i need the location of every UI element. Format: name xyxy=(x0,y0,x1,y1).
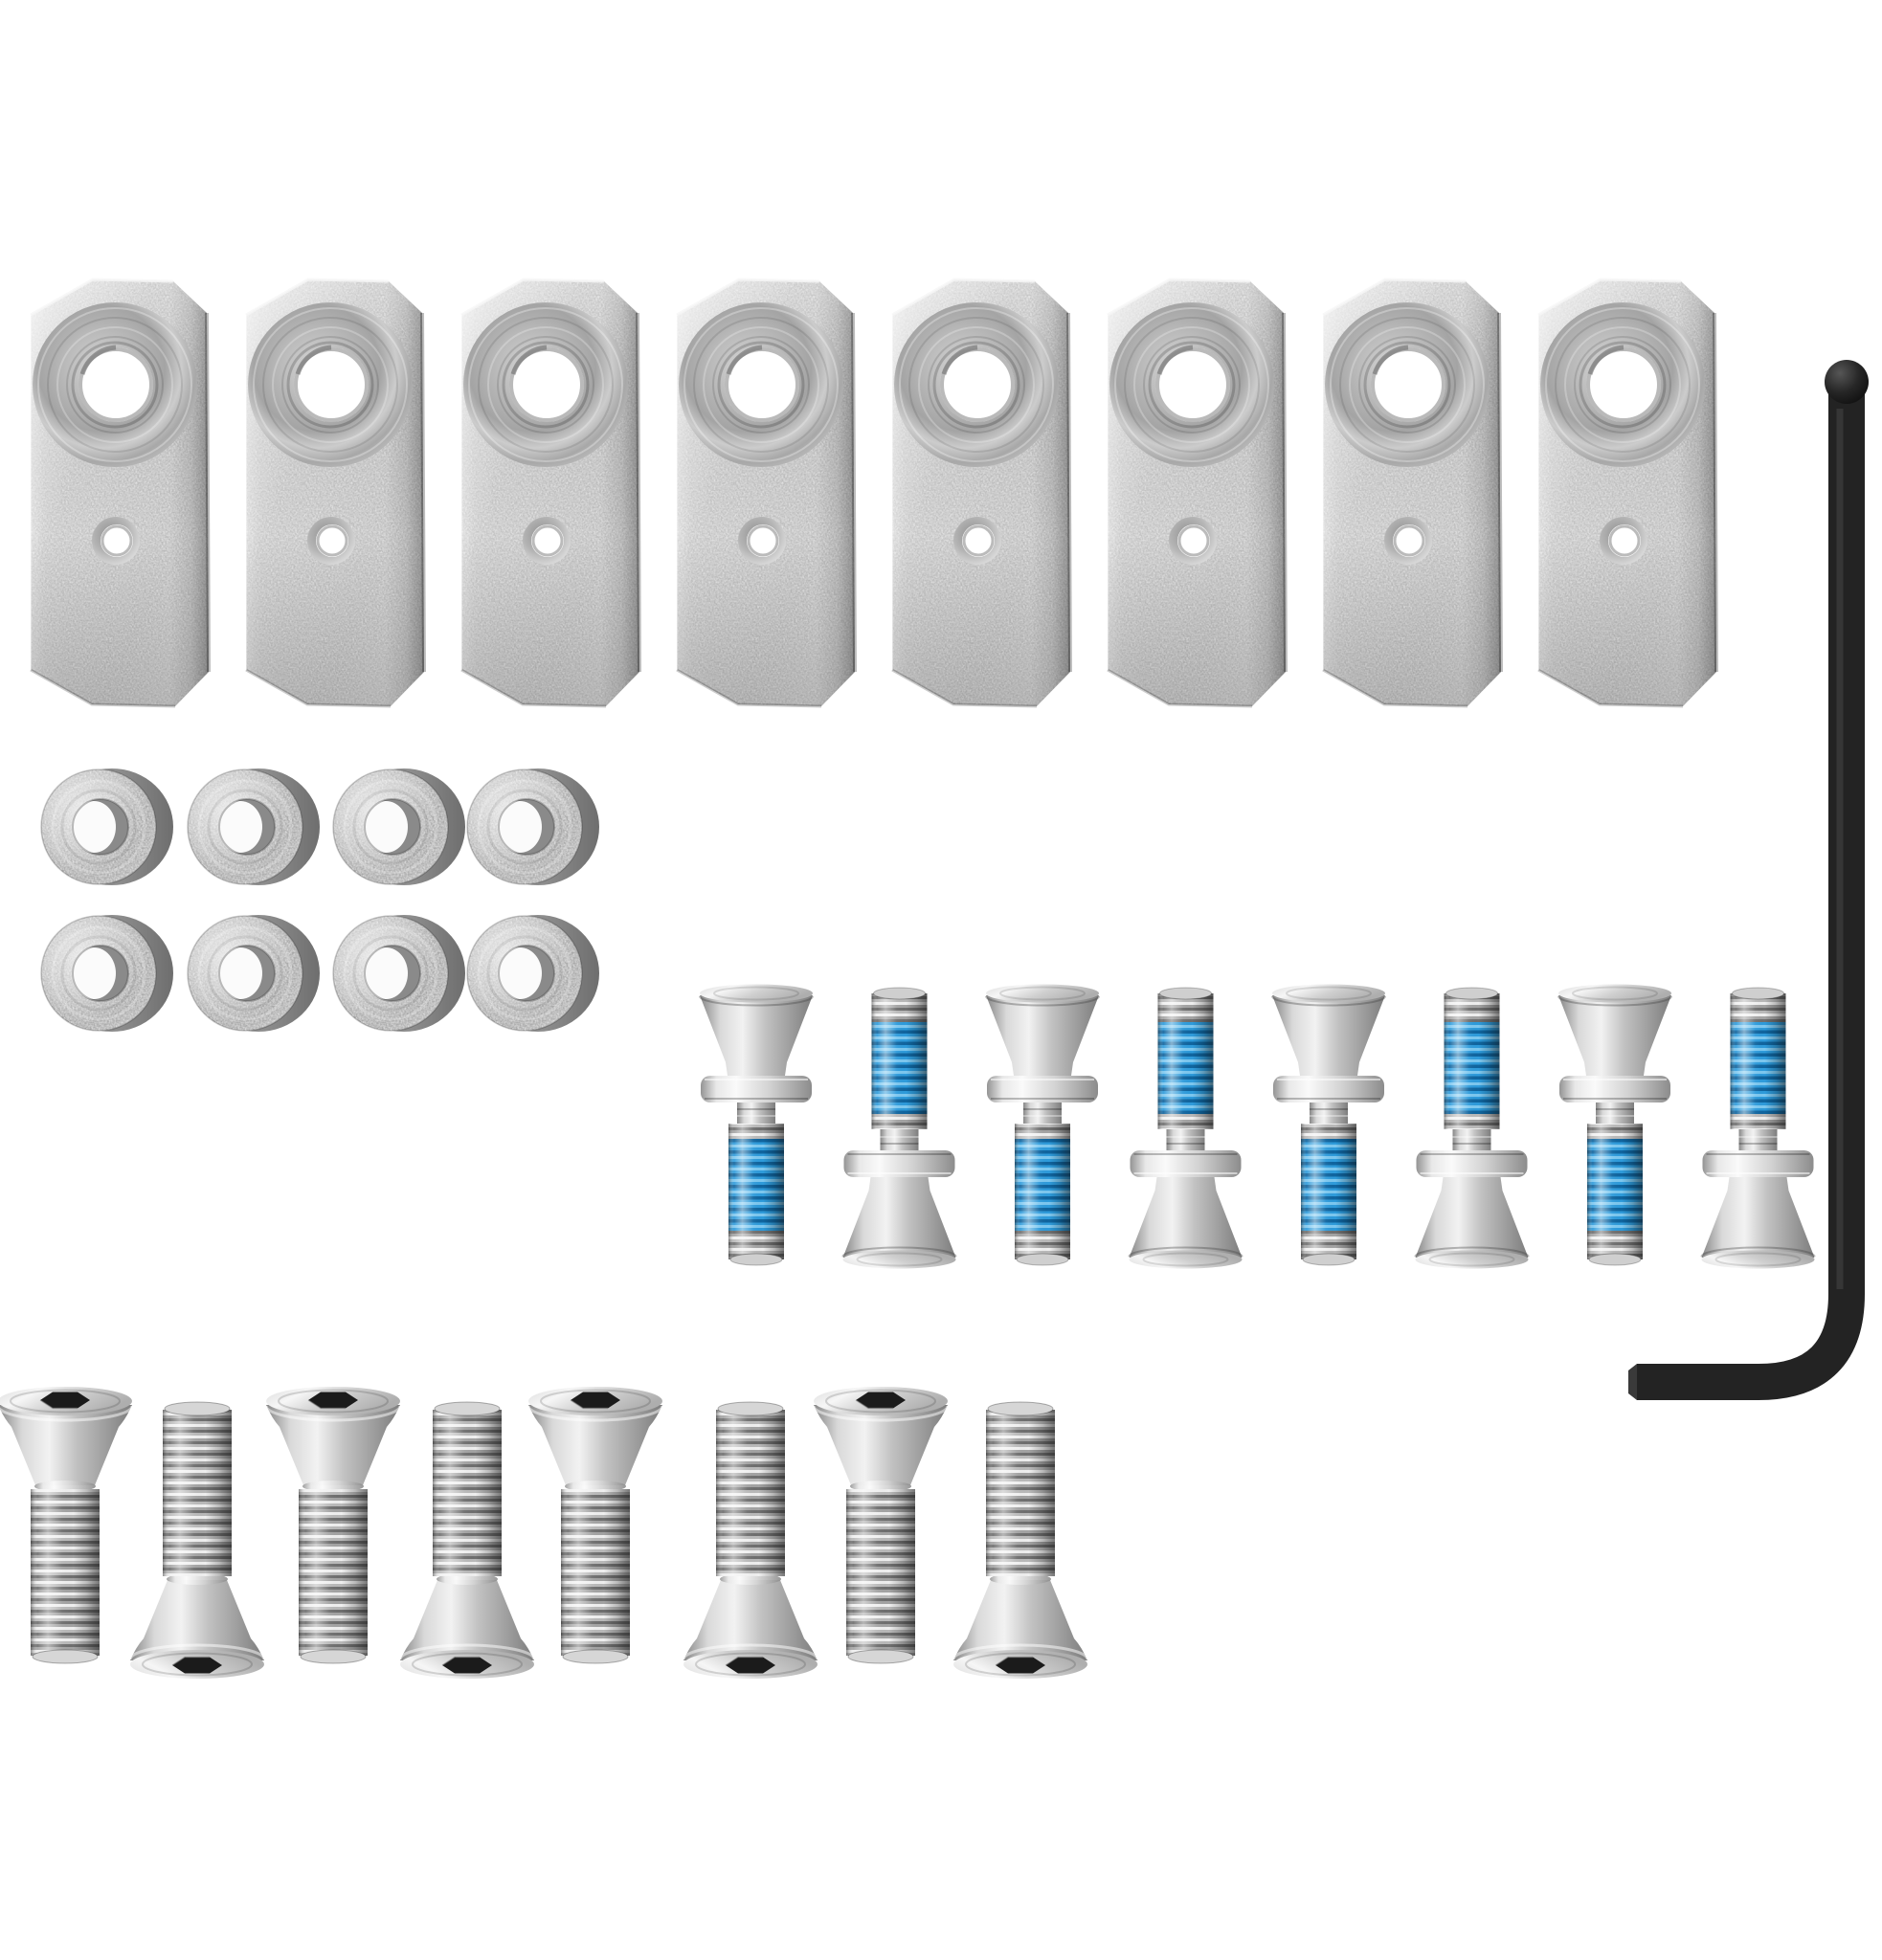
hex-key-ball-end xyxy=(1825,360,1869,404)
spacer-2 xyxy=(188,768,320,885)
hex-key-arm xyxy=(1637,394,1865,1400)
tab-plate-6 xyxy=(1108,279,1286,706)
spacer-4 xyxy=(467,768,599,885)
tab-plate-3 xyxy=(461,279,639,706)
spacer-5 xyxy=(41,915,173,1032)
spacer-3 xyxy=(333,768,465,885)
tab-plate-7 xyxy=(1323,279,1501,706)
tab-plate-4 xyxy=(677,279,855,706)
hex-key-tip-face xyxy=(1628,1364,1637,1400)
ball-end-hex-key xyxy=(1628,360,1869,1400)
spacer-8 xyxy=(467,915,599,1032)
spacer-1 xyxy=(41,768,173,885)
tab-plate-1 xyxy=(31,279,209,706)
spacer-6 xyxy=(188,915,320,1032)
tab-plate-8 xyxy=(1538,279,1716,706)
spacer-7 xyxy=(333,915,465,1032)
parts-layer xyxy=(0,279,1869,1681)
tab-plate-5 xyxy=(892,279,1070,706)
tab-plate-2 xyxy=(246,279,424,706)
